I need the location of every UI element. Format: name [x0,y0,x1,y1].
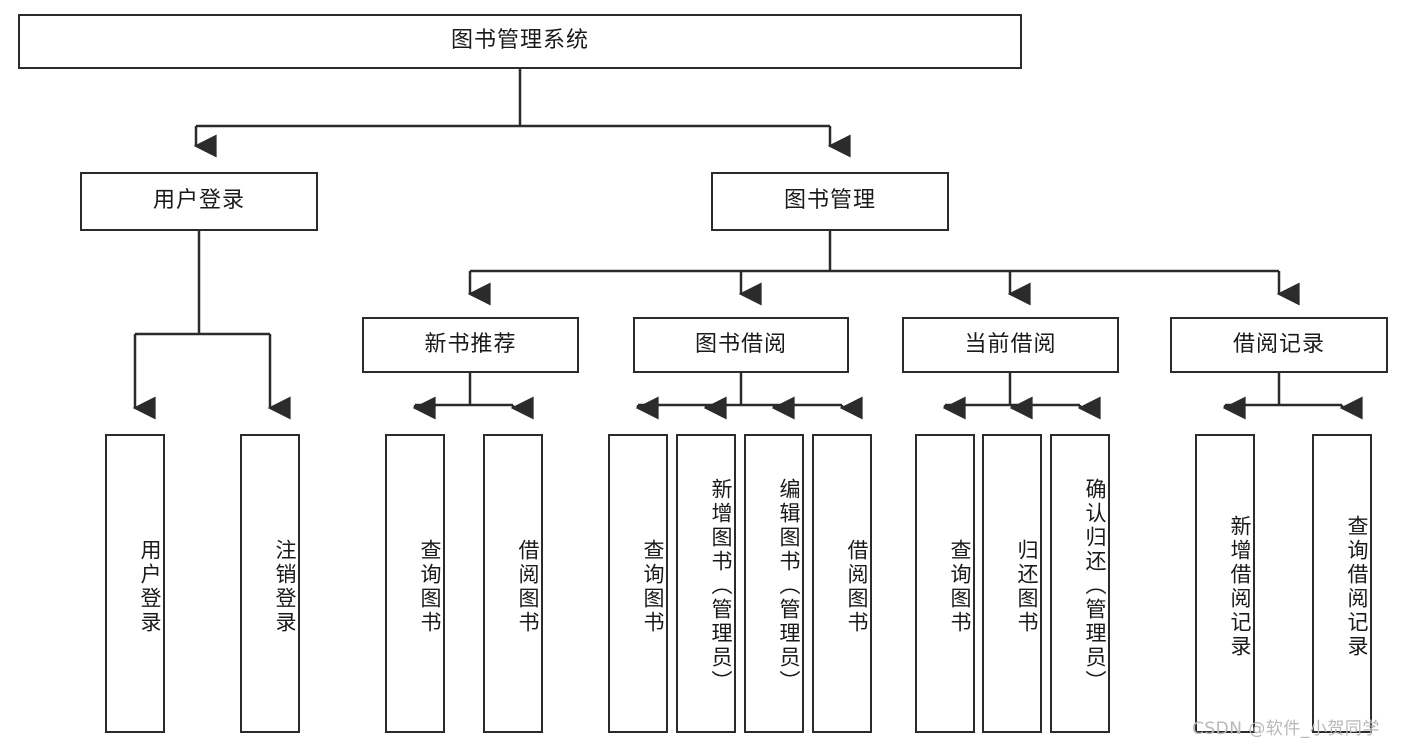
leaf-edit-book-admin-label: 编辑图书（管理员） [777,477,801,694]
leaf-query-book-rec-label: 查询图书 [418,538,442,635]
node-user-login[interactable]: 用户登录 [80,172,318,231]
leaf-borrow-book-rec[interactable]: 借阅图书 [483,434,543,733]
leaf-user-login[interactable]: 用户登录 [105,434,165,733]
leaf-query-book-borrow[interactable]: 查询图书 [608,434,668,733]
leaf-query-borrow-record-label: 查询借阅记录 [1345,514,1369,659]
node-root-label: 图书管理系统 [450,28,589,54]
leaf-add-borrow-record-label: 新增借阅记录 [1228,514,1252,659]
leaf-return-book[interactable]: 归还图书 [982,434,1042,733]
leaf-return-book-label: 归还图书 [1015,538,1039,635]
node-new-book-recommend[interactable]: 新书推荐 [362,317,579,373]
leaf-borrow-book-label: 借阅图书 [845,538,869,635]
leaf-user-login-label: 用户登录 [138,538,162,635]
leaf-add-book-admin[interactable]: 新增图书（管理员） [676,434,736,733]
node-book-borrow[interactable]: 图书借阅 [633,317,849,373]
leaf-query-borrow-record[interactable]: 查询借阅记录 [1312,434,1372,733]
node-borrow-record[interactable]: 借阅记录 [1170,317,1388,373]
node-borrow-record-label: 借阅记录 [1232,331,1325,357]
csdn-watermark: CSDN @软件_小贺同学 [1192,719,1380,739]
leaf-logout-label: 注销登录 [273,538,297,635]
node-current-borrow[interactable]: 当前借阅 [902,317,1119,373]
node-user-login-label: 用户登录 [152,188,245,214]
leaf-add-borrow-record[interactable]: 新增借阅记录 [1195,434,1255,733]
node-current-borrow-label: 当前借阅 [964,331,1057,357]
node-root[interactable]: 图书管理系统 [18,14,1022,69]
leaf-logout[interactable]: 注销登录 [240,434,300,733]
leaf-borrow-book-rec-label: 借阅图书 [516,538,540,635]
leaf-confirm-return-admin-label: 确认归还（管理员） [1083,477,1107,694]
node-new-book-recommend-label: 新书推荐 [424,331,517,357]
leaf-query-book-borrow-label: 查询图书 [641,538,665,635]
leaf-query-book-current-label: 查询图书 [948,538,972,635]
leaf-borrow-book[interactable]: 借阅图书 [812,434,872,733]
node-book-borrow-label: 图书借阅 [694,331,787,357]
leaf-query-book-rec[interactable]: 查询图书 [385,434,445,733]
leaf-edit-book-admin[interactable]: 编辑图书（管理员） [744,434,804,733]
leaf-confirm-return-admin[interactable]: 确认归还（管理员） [1050,434,1110,733]
leaf-add-book-admin-label: 新增图书（管理员） [709,477,733,694]
node-book-management[interactable]: 图书管理 [711,172,949,231]
node-book-management-label: 图书管理 [783,188,876,214]
leaf-query-book-current[interactable]: 查询图书 [915,434,975,733]
